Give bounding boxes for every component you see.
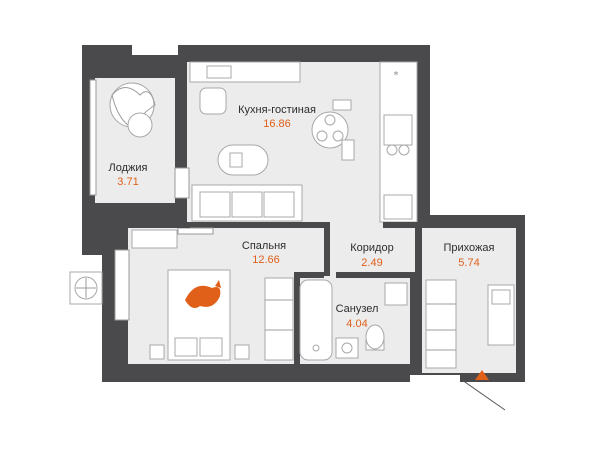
plant-icon: [109, 82, 156, 138]
sink: [335, 337, 359, 359]
sofa: [191, 184, 303, 222]
room-name-bedroom: Спальня: [241, 240, 287, 252]
room-name-hallway: Прихожая: [443, 242, 495, 254]
bedroom-wardrobe: [264, 277, 294, 361]
shoe-cabinet: [487, 284, 515, 346]
room-area-bathroom: 4.04: [346, 318, 368, 330]
room-area-hallway: 5.74: [458, 257, 480, 269]
cat-icon: [185, 280, 221, 308]
toilet: [365, 324, 385, 351]
room-name-corridor: Коридор: [350, 242, 394, 254]
dining-table: [311, 99, 355, 161]
room-name-kitchen-living: Кухня-гостиная: [238, 104, 316, 116]
room-name-loggia: Лоджия: [108, 162, 148, 174]
ac-unit-icon: [69, 271, 103, 305]
room-area-corridor: 2.49: [361, 257, 383, 269]
windows: [89, 79, 214, 321]
bedroom-shelf: [131, 229, 178, 249]
svg-text:*: *: [394, 70, 399, 81]
washing-machine: [384, 282, 408, 306]
coffee-table: [217, 144, 269, 176]
entrance-door: [461, 379, 506, 411]
hallway-wardrobe: [425, 279, 457, 369]
room-area-kitchen-living: 16.86: [263, 118, 291, 130]
bathtub: [299, 279, 333, 361]
kitchen-counter: *: [379, 61, 418, 223]
desk: [189, 61, 301, 115]
room-area-bedroom: 12.66: [252, 254, 280, 266]
room-area-loggia: 3.71: [117, 176, 139, 188]
entrance-arrow-icon: [475, 370, 489, 380]
room-name-bathroom: Санузел: [335, 303, 379, 315]
inner-walls: [128, 62, 430, 364]
